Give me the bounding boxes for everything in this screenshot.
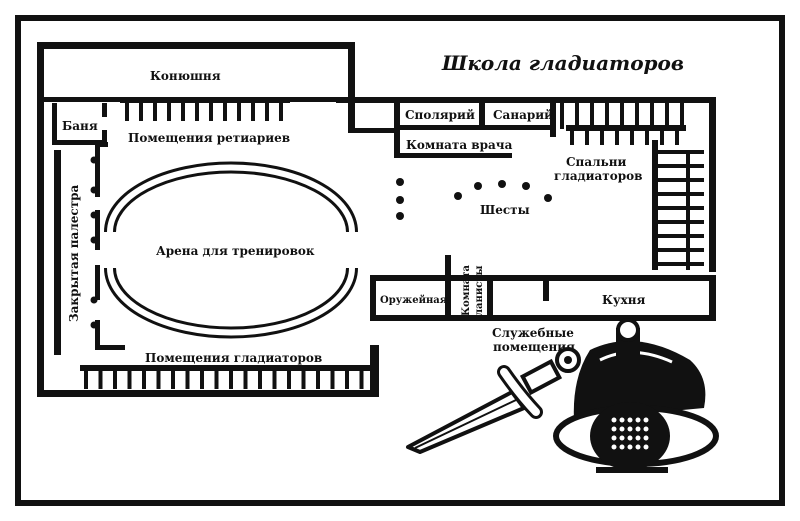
page-title: Школа гладиаторов [441, 51, 684, 75]
label-closed-palaestra: Закрытая палестра [67, 184, 81, 322]
left-block-walls [37, 42, 379, 397]
palaestra-columns [90, 156, 98, 329]
label-lanista-2: ланисты [474, 265, 485, 316]
poles-dots [396, 178, 552, 220]
label-arena: Арена для тренировок [156, 244, 315, 258]
label-bedrooms-1: Спальни [566, 155, 626, 169]
gladiator-cells [80, 365, 370, 389]
label-spoliarium: Сполярий [405, 108, 475, 122]
label-sanarium: Санарий [493, 108, 553, 122]
label-bedrooms-2: гладиаторов [554, 169, 642, 183]
palaestra-walls [54, 142, 125, 355]
label-bath: Баня [62, 119, 98, 133]
right-block-walls [336, 97, 716, 321]
label-poles: Шесты [480, 203, 530, 217]
bedroom-cells-side [652, 140, 704, 270]
label-armory: Оружейная [380, 295, 448, 306]
outer-frame [15, 15, 785, 506]
label-gladiator-rooms: Помещения гладиаторов [145, 351, 322, 365]
label-service-2: помещения [493, 340, 575, 354]
label-kitchen: Кухня [602, 293, 646, 307]
training-arena [104, 161, 358, 339]
gladiator-helmet-icon [553, 318, 719, 473]
label-lanista-1: Комната [461, 265, 472, 316]
label-service-1: Служебные [492, 326, 574, 340]
label-doctor-room: Комната врача [406, 138, 513, 152]
retiarii-cells [120, 97, 290, 121]
bedroom-cells-top [560, 97, 686, 145]
label-retiarii-rooms: Помещения ретиариев [128, 131, 290, 145]
sword-icon [406, 347, 581, 454]
label-stable: Конюшня [150, 69, 221, 83]
